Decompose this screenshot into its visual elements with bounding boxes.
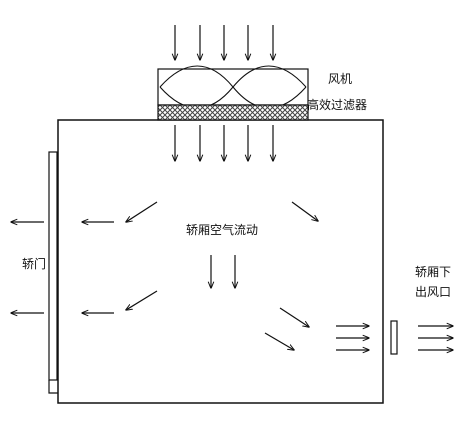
filtered-air-arrows [175,125,273,161]
cabin-airflow-arrows [126,201,318,350]
cabin-door-label: 轿门 [22,257,47,271]
hepa-filter [157,104,309,121]
diagonal-arrow [291,201,318,221]
bottom-outlet-vent [390,320,398,355]
door-exit-arrows [11,222,114,313]
cabin-airflow-label: 轿厢空气流动 [186,223,259,237]
outlet-label-line1: 轿厢下 [415,265,452,279]
outlet-label-line2: 出风口 [415,285,452,299]
diagonal-arrow [279,307,309,327]
fan-intake-arrows [175,25,273,60]
fan-unit [157,65,309,109]
diagonal-arrow [264,332,294,350]
cabin-body [48,119,384,404]
diagonal-arrow [126,290,158,310]
diagonal-arrow [126,201,158,222]
fan-label: 风机 [328,72,353,86]
cabin-door [48,151,58,381]
outlet-arrows [336,326,453,350]
hepa-filter-label: 高效过滤器 [307,98,368,112]
